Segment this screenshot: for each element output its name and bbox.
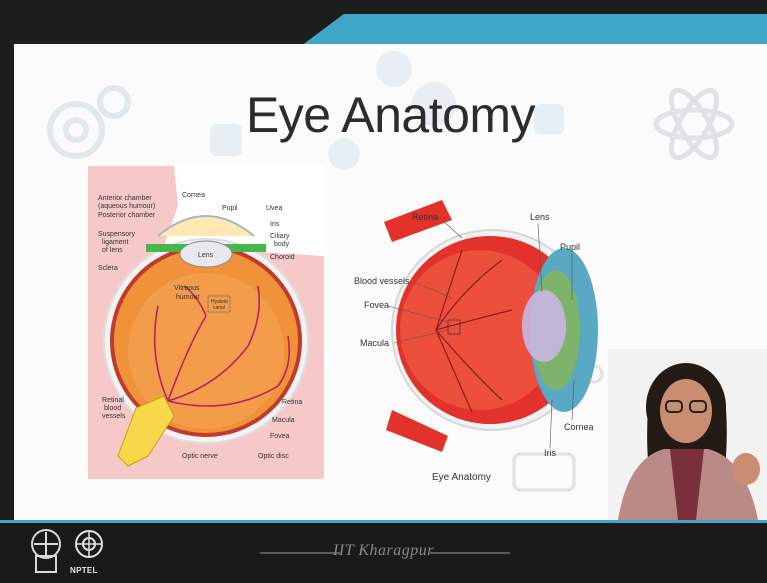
label-aqueous-humour: (aqueous humour) (98, 203, 155, 210)
label-ciliary: Ciliary (270, 233, 290, 240)
label-choroid: Choroid (270, 254, 295, 261)
nptel-label: NPTEL (70, 566, 98, 575)
label-iris: Iris (270, 221, 280, 228)
label-pupil: Pupil (222, 205, 238, 212)
lens-shape (522, 290, 566, 362)
label-retinal: Retinal (102, 397, 124, 404)
label-pupil: Pupil (560, 242, 580, 252)
label-body: body (274, 241, 290, 248)
label-humour: humour (176, 294, 200, 301)
label-canal: canal (213, 305, 225, 311)
presenter-video (608, 349, 767, 520)
label-vitreous: Vitreous (174, 285, 200, 292)
label-vessels: vessels (102, 413, 126, 420)
footer-accent-line (0, 520, 767, 523)
label-retina: Retina (412, 212, 438, 222)
label-macula: Macula (272, 417, 295, 424)
footer-institute: IIT Kharagpur (0, 542, 767, 560)
slide-title: Eye Anatomy (14, 86, 767, 144)
label-blood: blood (104, 405, 121, 412)
label-lens: Lens (530, 212, 550, 222)
label-iris: Iris (544, 448, 556, 458)
diagram-caption: Eye Anatomy (432, 472, 491, 483)
label-fovea: Fovea (270, 433, 290, 440)
label-fovea: Fovea (364, 300, 389, 310)
label-optic-nerve: Optic nerve (182, 453, 218, 460)
label-macula: Macula (360, 338, 389, 348)
label-uvea: Uvea (266, 205, 282, 212)
label-anterior-chamber: Anterior chamber (98, 195, 152, 202)
eyeball-3d-diagram: Retina Lens Pupil Blood vessels Fovea Ma… (352, 180, 614, 495)
label-lens: Lens (198, 252, 214, 259)
label-cornea: Cornea (182, 192, 205, 199)
slide: Eye Anatomy Anterior chambe (14, 14, 767, 520)
label-blood-vessels: Blood vessels (354, 276, 410, 286)
label-of-lens: of lens (102, 247, 123, 254)
label-suspensory: Suspensory (98, 231, 135, 238)
footer-rule-right (430, 552, 510, 554)
label-cornea: Cornea (564, 422, 594, 432)
label-posterior-chamber: Posterior chamber (98, 212, 156, 219)
eye-cross-section-diagram: Anterior chamber (aqueous humour) Poster… (88, 166, 324, 479)
label-retina: Retina (282, 399, 302, 406)
footer: NPTEL IIT Kharagpur (0, 520, 767, 583)
label-ligament: ligament (102, 239, 129, 246)
label-sclera: Sclera (98, 265, 118, 272)
label-optic-disc: Optic disc (258, 453, 289, 460)
